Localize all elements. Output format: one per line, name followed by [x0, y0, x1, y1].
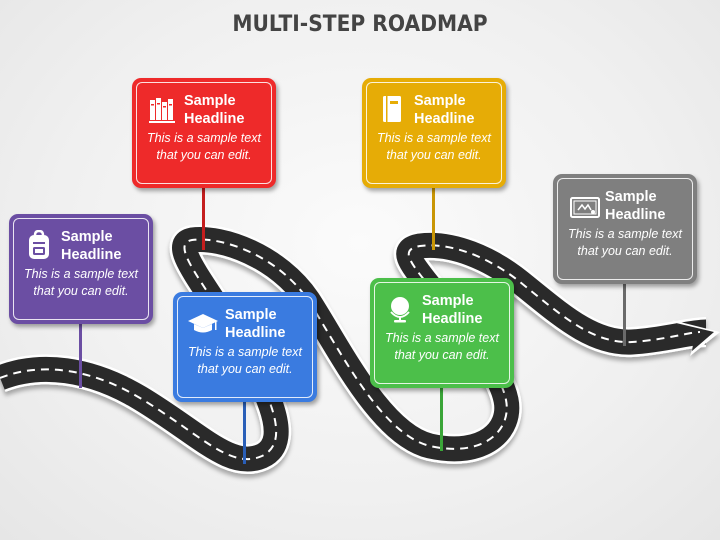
certificate-icon — [570, 197, 600, 218]
sign-pole-5 — [440, 383, 443, 451]
step-text: This is a sample text that you can edit. — [568, 227, 682, 258]
roadmap-step-3: Sample Headline This is a sample text th… — [173, 292, 317, 402]
roadmap-step-4: Sample Headline This is a sample text th… — [362, 78, 506, 188]
notebook-icon — [383, 96, 401, 122]
sign-pole-2 — [202, 184, 205, 250]
step-headline: Sample Headline — [184, 93, 245, 127]
step-text: This is a sample text that you can edit. — [385, 331, 499, 362]
sign-pole-6 — [623, 280, 626, 346]
sign-pole-4 — [432, 184, 435, 250]
sign-pole-3 — [243, 398, 246, 464]
step-headline: Sample Headline — [225, 307, 286, 341]
step-headline: Sample Headline — [414, 93, 475, 127]
globe-icon — [390, 297, 410, 323]
step-text: This is a sample text that you can edit. — [24, 267, 138, 298]
road-center-dashes — [0, 238, 701, 461]
backpack-icon — [29, 230, 49, 259]
graduation-cap-icon — [188, 314, 218, 333]
sign-pole-1 — [79, 320, 82, 388]
books-icon — [149, 98, 175, 123]
roadmap-step-1: Sample Headline This is a sample text th… — [9, 214, 153, 324]
step-headline: Sample Headline — [605, 189, 666, 223]
roadmap-step-5: Sample Headline This is a sample text th… — [370, 278, 514, 388]
step-headline: Sample Headline — [61, 229, 122, 263]
step-headline: Sample Headline — [422, 293, 483, 327]
step-text: This is a sample text that you can edit. — [147, 131, 261, 162]
step-text: This is a sample text that you can edit. — [377, 131, 491, 162]
roadmap-step-2: Sample Headline This is a sample text th… — [132, 78, 276, 188]
roadmap-step-6: Sample Headline This is a sample text th… — [553, 174, 697, 284]
page-title: MULTI-STEP ROADMAP — [232, 12, 488, 37]
step-text: This is a sample text that you can edit. — [188, 345, 302, 376]
